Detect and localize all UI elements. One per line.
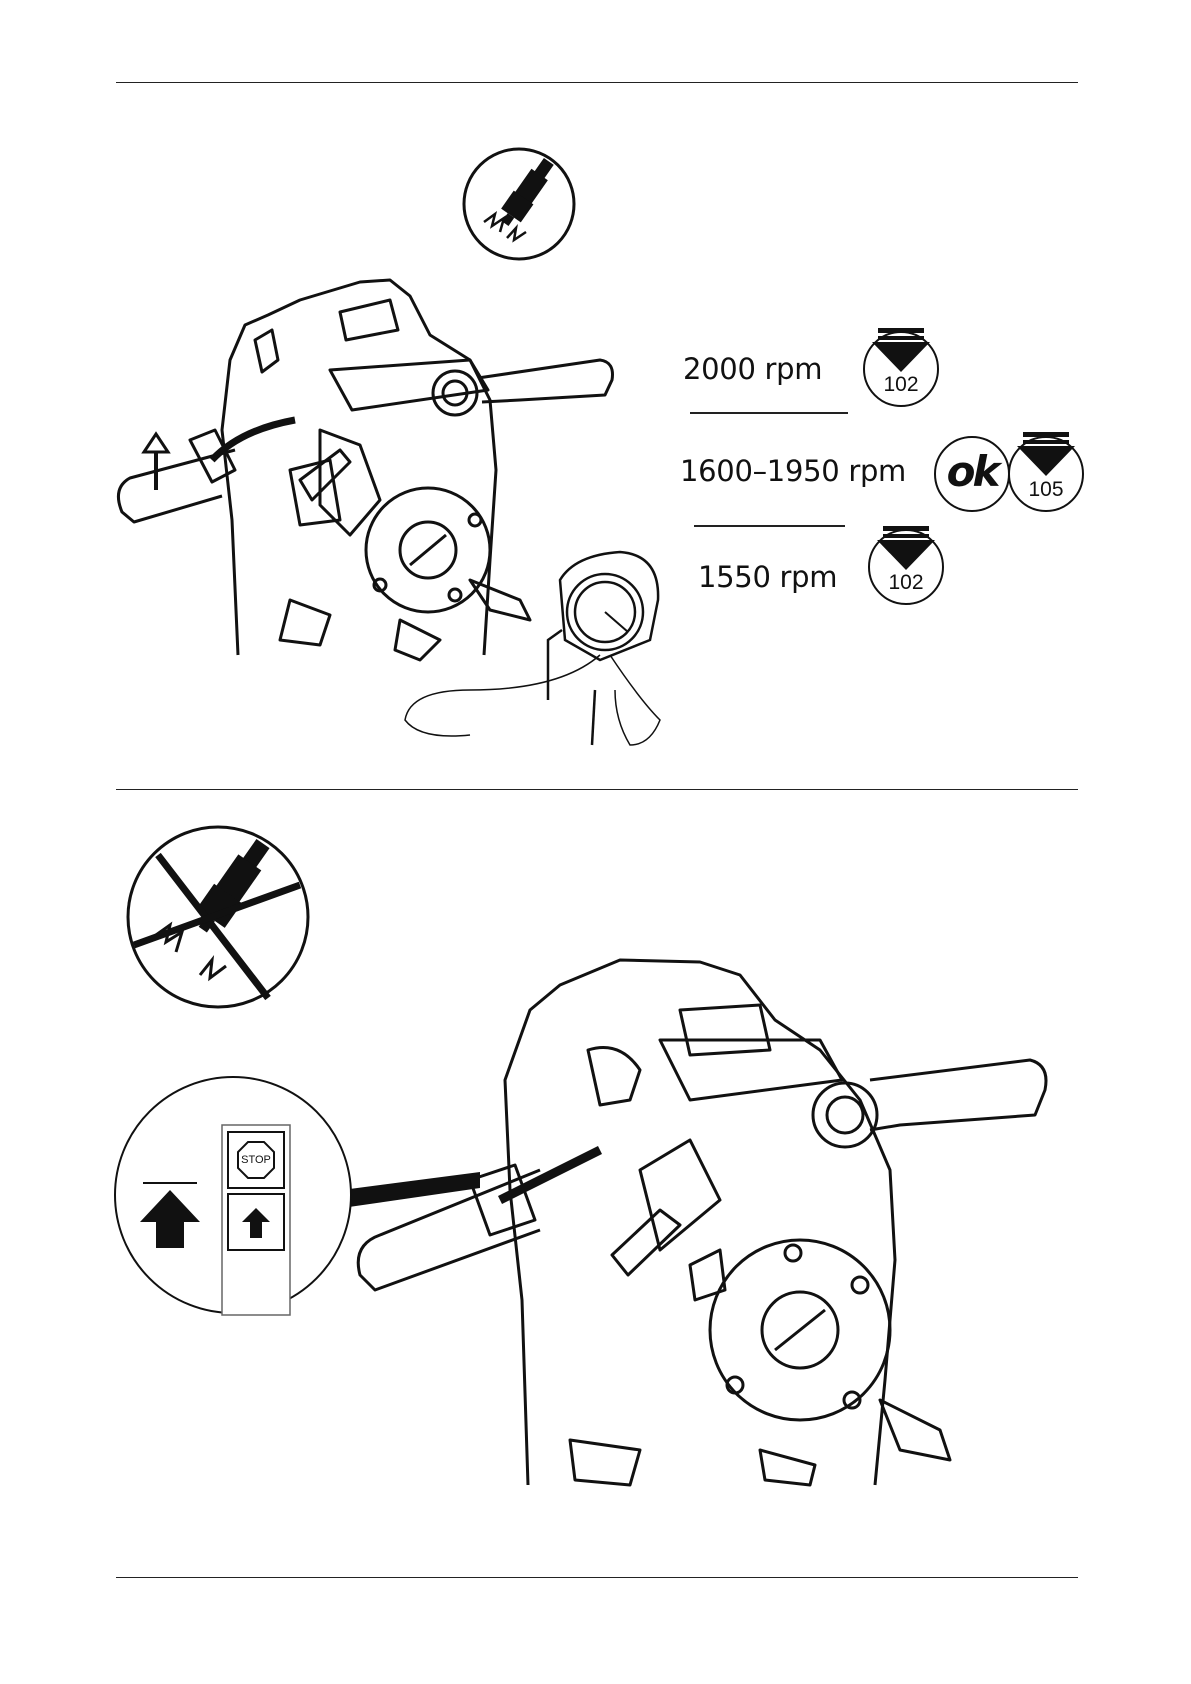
stop-label: STOP	[238, 1154, 274, 1166]
no-spark-icon	[128, 827, 308, 1007]
stop-button-callout	[115, 1077, 351, 1315]
